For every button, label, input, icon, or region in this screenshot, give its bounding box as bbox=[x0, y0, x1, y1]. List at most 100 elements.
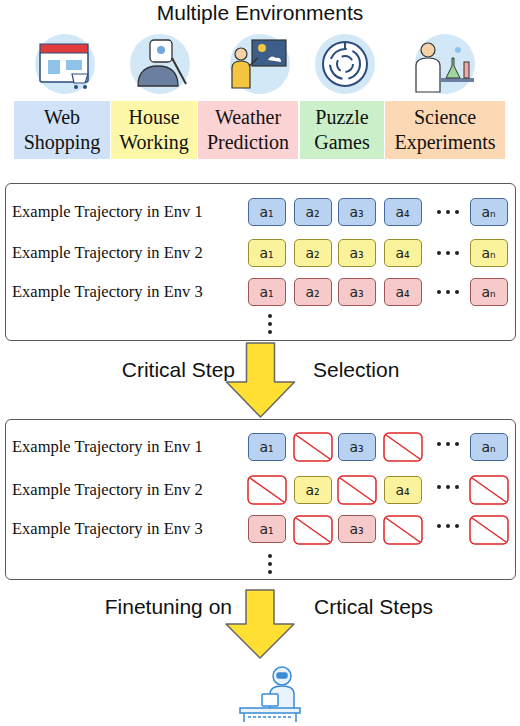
removed-step bbox=[384, 516, 422, 544]
action-label: a₂ bbox=[305, 245, 319, 261]
dot bbox=[455, 210, 459, 214]
ellipsis-dots bbox=[268, 210, 459, 334]
action-step: a₃ bbox=[338, 239, 376, 267]
action-label: a₁ bbox=[259, 521, 273, 537]
block-arrow bbox=[226, 590, 294, 658]
wheel bbox=[74, 85, 78, 89]
action-step: a₁ bbox=[248, 515, 286, 543]
dot bbox=[446, 210, 450, 214]
removed-step bbox=[294, 516, 332, 544]
dot bbox=[455, 290, 459, 294]
action-label: a₃ bbox=[349, 245, 363, 261]
environment-name: Web Shopping bbox=[14, 105, 110, 155]
trajectory-label: Example Trajectory in Env 1 bbox=[12, 433, 203, 461]
strike bbox=[472, 478, 506, 502]
action-label: a₁ bbox=[259, 439, 273, 455]
action-label: a₃ bbox=[349, 204, 363, 220]
action-label: a₃ bbox=[349, 284, 363, 300]
environment-name: Weather Prediction bbox=[198, 105, 298, 155]
action-label: a₁ bbox=[259, 204, 273, 220]
removed-step bbox=[384, 433, 422, 461]
test-tube bbox=[464, 62, 469, 78]
action-step: a₁ bbox=[248, 239, 286, 267]
environment-box: Puzzle Games bbox=[300, 101, 384, 159]
weather-icon bbox=[230, 34, 290, 94]
icon-circle bbox=[230, 34, 290, 94]
action-step: a₃ bbox=[338, 278, 376, 306]
removed-step bbox=[248, 476, 286, 504]
lab-table bbox=[440, 78, 474, 82]
action-step: a₂ bbox=[294, 278, 332, 306]
maze-ring bbox=[337, 56, 353, 72]
dot bbox=[446, 524, 450, 528]
strike bbox=[340, 478, 374, 502]
vacuum-handle bbox=[172, 58, 186, 84]
dot bbox=[437, 485, 441, 489]
robot-head bbox=[150, 40, 172, 62]
bubble bbox=[455, 47, 461, 53]
dot bbox=[437, 210, 441, 214]
trajectory-panel: Example Trajectory in Env 1Example Traje… bbox=[5, 419, 516, 580]
strike bbox=[472, 518, 506, 542]
action-label: a₄ bbox=[395, 482, 409, 498]
stage-label: Finetuning on bbox=[40, 595, 232, 619]
desk bbox=[240, 708, 300, 713]
icon-circle bbox=[415, 34, 475, 94]
action-step: aₙ bbox=[470, 433, 508, 461]
strike bbox=[250, 478, 284, 502]
dot bbox=[268, 554, 272, 558]
icon-circle bbox=[315, 34, 375, 94]
robot-eye bbox=[157, 46, 165, 54]
dot bbox=[455, 485, 459, 489]
cart bbox=[72, 74, 88, 83]
trajectory-panel: Example Trajectory in Env 1 Example Traje… bbox=[5, 183, 516, 341]
presenter-head bbox=[235, 48, 247, 60]
environment-name: Puzzle Games bbox=[300, 105, 384, 155]
environment-box: Web Shopping bbox=[14, 101, 110, 159]
action-label: aₙ bbox=[481, 284, 495, 300]
dot bbox=[446, 290, 450, 294]
action-label: a₄ bbox=[395, 204, 409, 220]
trajectory-label: Example Trajectory in Env 2 bbox=[12, 239, 203, 267]
action-step: aₙ bbox=[470, 198, 508, 226]
dot bbox=[268, 314, 272, 318]
removed-steps bbox=[248, 433, 508, 544]
stage-label: Critical Step bbox=[60, 358, 235, 382]
dot bbox=[437, 290, 441, 294]
stage-label: Selection bbox=[313, 358, 473, 382]
trajectory-label: Example Trajectory in Env 1 bbox=[12, 198, 203, 226]
science-icon bbox=[415, 34, 475, 94]
diagram-title: Multiple Environments bbox=[0, 1, 520, 25]
ellipsis-dots bbox=[268, 442, 459, 574]
action-step: a₁ bbox=[248, 278, 286, 306]
scientist-head bbox=[421, 43, 435, 57]
dot bbox=[455, 442, 459, 446]
robot-visor bbox=[277, 673, 287, 678]
presenter-body bbox=[232, 61, 250, 88]
dot bbox=[455, 251, 459, 255]
action-step: aₙ bbox=[470, 239, 508, 267]
action-label: a₂ bbox=[305, 204, 319, 220]
dot bbox=[268, 322, 272, 326]
icon-circle bbox=[130, 34, 190, 94]
dot bbox=[437, 251, 441, 255]
trajectory-label: Example Trajectory in Env 3 bbox=[12, 278, 203, 306]
action-label: a₄ bbox=[395, 284, 409, 300]
dot bbox=[437, 524, 441, 528]
action-step: a₂ bbox=[294, 476, 332, 504]
sun bbox=[258, 44, 266, 52]
environment-box: House Working bbox=[111, 101, 197, 159]
environment-name: Science Experiments bbox=[385, 105, 505, 155]
maze-icon bbox=[315, 34, 375, 94]
strike bbox=[296, 435, 330, 459]
action-step: a₄ bbox=[384, 278, 422, 306]
dot bbox=[268, 330, 272, 334]
weather-board bbox=[252, 40, 286, 66]
awning bbox=[40, 44, 88, 53]
window bbox=[48, 60, 60, 74]
dot bbox=[455, 524, 459, 528]
action-label: a₄ bbox=[395, 245, 409, 261]
wheel bbox=[83, 85, 87, 89]
dot bbox=[268, 562, 272, 566]
cloud bbox=[268, 56, 281, 62]
